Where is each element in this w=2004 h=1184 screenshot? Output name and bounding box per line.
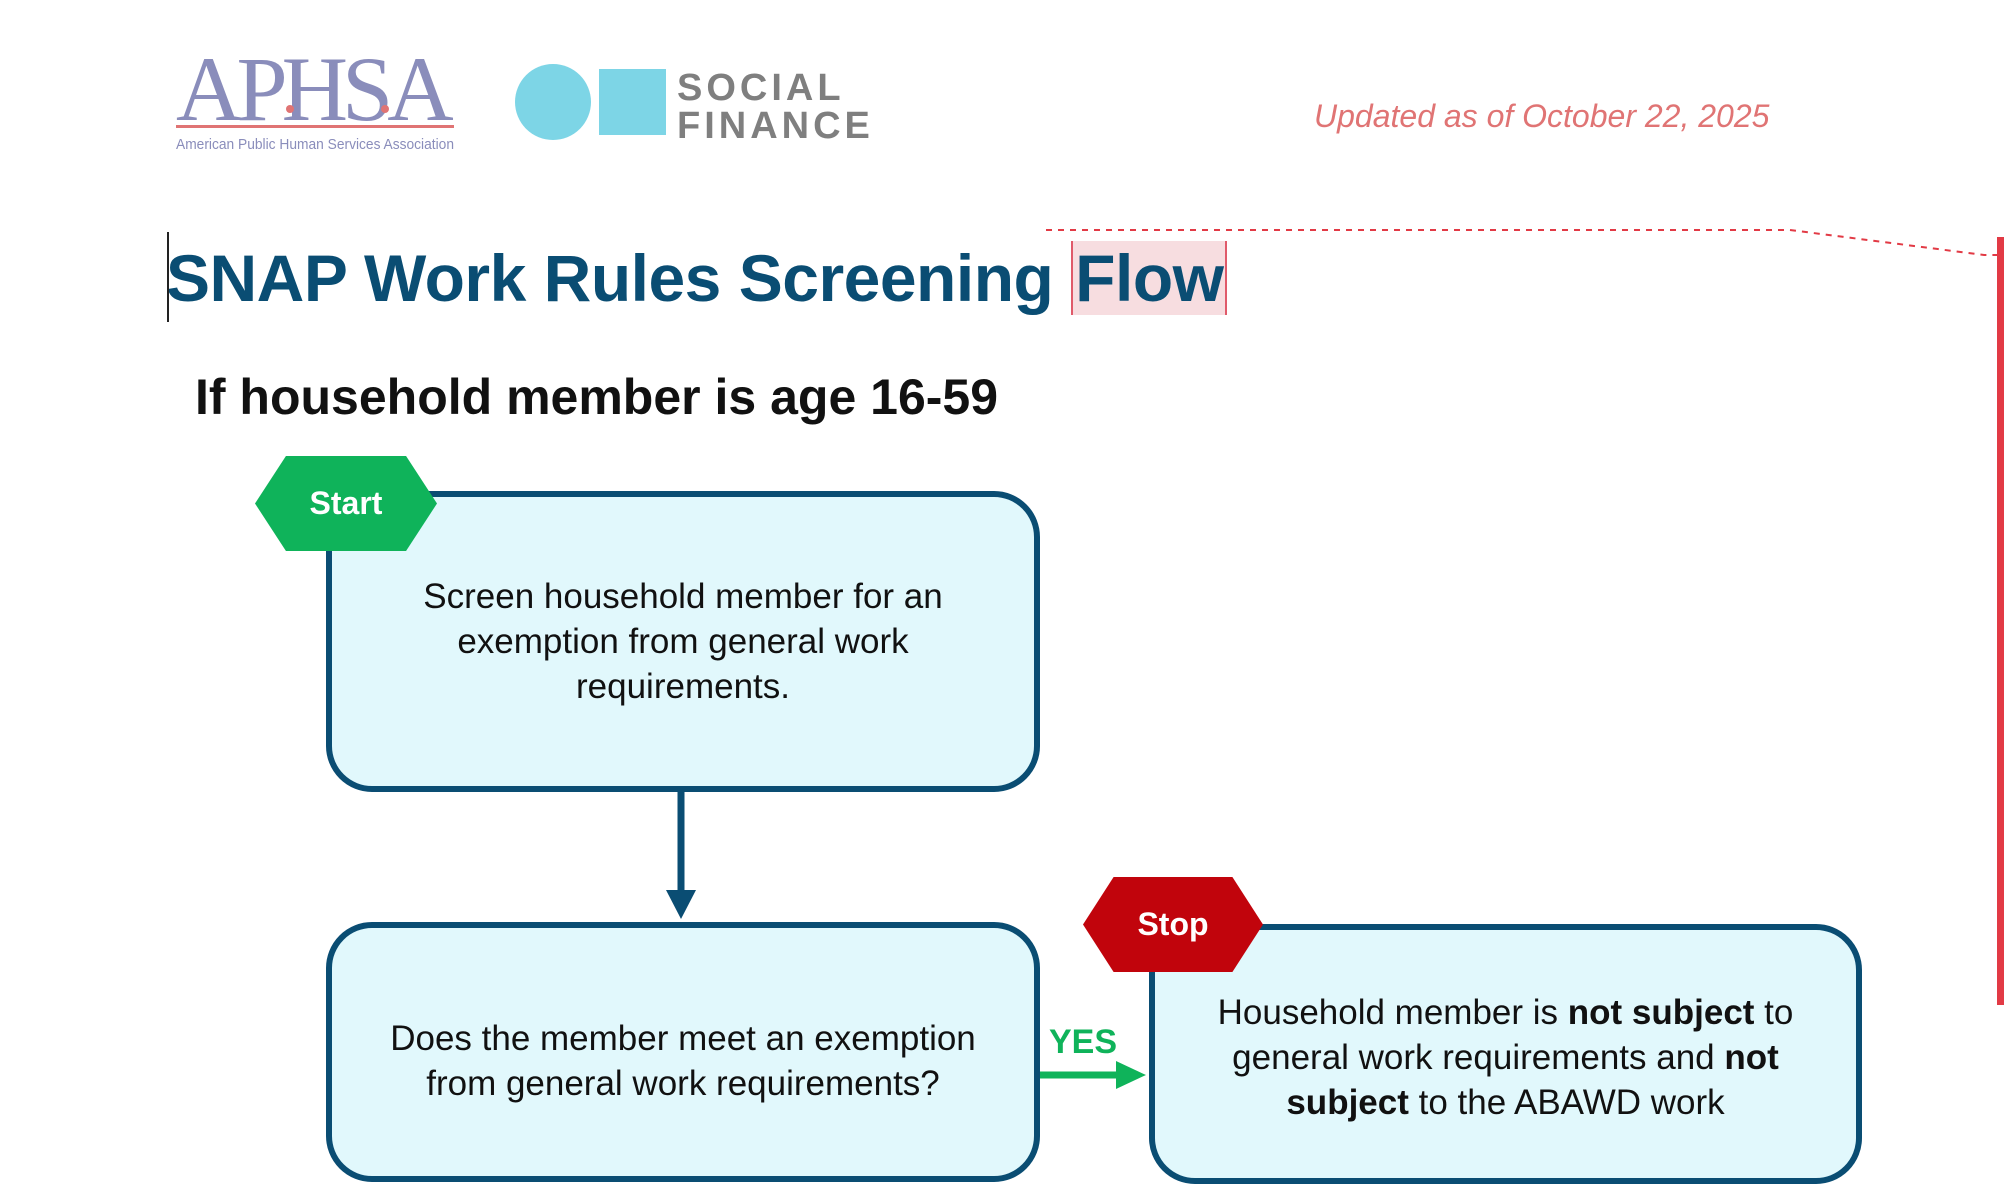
flow-step-screen-exemption[interactable]: Screen household member for an exemption… bbox=[326, 491, 1040, 792]
social-finance-logo: SOCIAL FINANCE bbox=[515, 64, 874, 142]
arrow-down-head bbox=[666, 890, 696, 919]
sf-logo-square bbox=[599, 69, 666, 135]
section-subtitle: If household member is age 16-59 bbox=[195, 369, 999, 425]
flow-outcome-text: Household member is not subject to gener… bbox=[1195, 990, 1816, 1125]
page-title-main: SNAP Work Rules Screening bbox=[166, 241, 1072, 315]
arrow-right-head bbox=[1116, 1061, 1146, 1089]
flow-decision-meets-exemption[interactable]: Does the member meet an exemption from g… bbox=[326, 922, 1040, 1182]
aphsa-logo-subtext: American Public Human Services Associati… bbox=[176, 136, 454, 153]
sf-logo-circle bbox=[515, 64, 591, 140]
sf-logo-line2: FINANCE bbox=[677, 105, 874, 142]
outcome-text-bold: not subject bbox=[1567, 993, 1755, 1032]
start-badge: Start bbox=[255, 456, 437, 551]
outcome-text-part: to the ABAWD work bbox=[1408, 1083, 1725, 1122]
aphsa-logo-dot bbox=[381, 105, 389, 113]
page-title[interactable]: SNAP Work Rules Screening Flow bbox=[166, 233, 1228, 323]
outcome-text-part: to general work requirements and bbox=[1232, 993, 1794, 1077]
text-cursor bbox=[167, 232, 169, 322]
flow-step-text: Screen household member for an exemption… bbox=[423, 577, 943, 706]
flow-outcome-not-subject[interactable]: Household member is not subject to gener… bbox=[1149, 924, 1862, 1184]
yes-branch-label: YES bbox=[1049, 1023, 1118, 1061]
outcome-text-bold: not subject bbox=[1286, 1038, 1779, 1122]
sf-logo-line1: SOCIAL bbox=[677, 67, 845, 109]
aphsa-logo-wordmark: APHSA bbox=[176, 40, 453, 140]
outcome-text-part: Household member is bbox=[1217, 993, 1568, 1032]
aphsa-logo-rule bbox=[176, 125, 454, 128]
comment-margin-bar[interactable] bbox=[1997, 237, 2004, 1005]
stop-badge: Stop bbox=[1083, 877, 1263, 972]
page-title-highlight[interactable]: Flow bbox=[1071, 241, 1228, 315]
aphsa-logo: APHSA American Public Human Services Ass… bbox=[176, 40, 459, 153]
flow-decision-text: Does the member meet an exemption from g… bbox=[390, 1019, 976, 1103]
updated-date: Updated as of October 22, 2025 bbox=[1314, 98, 1770, 134]
aphsa-logo-dot bbox=[286, 105, 294, 113]
